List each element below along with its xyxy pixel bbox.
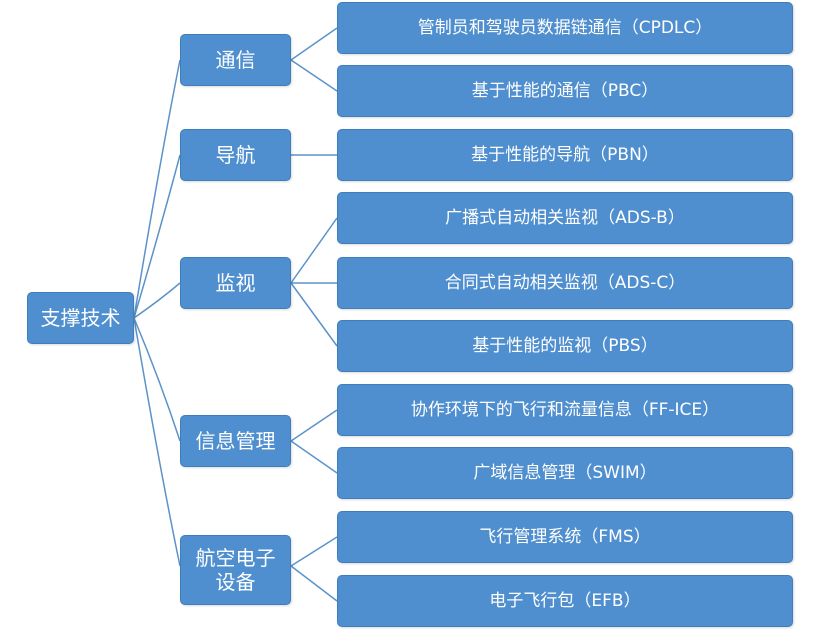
leaf-label: 飞行管理系统（FMS）	[479, 526, 651, 547]
leaf-pbc: 基于性能的通信（PBC）	[337, 65, 793, 117]
category-label: 导航	[215, 143, 256, 167]
leaf-label: 基于性能的通信（PBC）	[471, 80, 659, 101]
leaf-ads-c: 合同式自动相关监视（ADS-C）	[337, 257, 793, 309]
category-navigation: 导航	[180, 129, 291, 181]
leaf-label: 基于性能的监视（PBS）	[472, 335, 658, 356]
leaf-swim: 广域信息管理（SWIM）	[337, 447, 793, 499]
leaf-pbn: 基于性能的导航（PBN）	[337, 129, 793, 181]
leaf-label: 合同式自动相关监视（ADS-C）	[444, 272, 686, 293]
leaf-pbs: 基于性能的监视（PBS）	[337, 320, 793, 372]
category-label: 监视	[215, 271, 256, 295]
leaf-label: 电子飞行包（EFB）	[489, 590, 641, 611]
leaf-ff-ice: 协作环境下的飞行和流量信息（FF-ICE）	[337, 384, 793, 436]
leaf-label: 广播式自动相关监视（ADS-B）	[445, 207, 685, 228]
leaf-cpdlc: 管制员和驾驶员数据链通信（CPDLC）	[337, 2, 793, 54]
root-node: 支撑技术	[27, 292, 134, 344]
category-label: 航空电子 设备	[195, 546, 276, 594]
category-label: 通信	[215, 48, 256, 72]
category-communication: 通信	[180, 34, 291, 86]
leaf-label: 广域信息管理（SWIM）	[473, 462, 657, 483]
category-information-management: 信息管理	[180, 415, 291, 467]
leaf-label: 管制员和驾驶员数据链通信（CPDLC）	[417, 17, 713, 38]
leaf-label: 协作环境下的飞行和流量信息（FF-ICE）	[410, 399, 720, 420]
category-label: 信息管理	[195, 429, 276, 453]
leaf-ads-b: 广播式自动相关监视（ADS-B）	[337, 192, 793, 244]
category-surveillance: 监视	[180, 257, 291, 309]
root-label: 支撑技术	[40, 306, 121, 330]
leaf-fms: 飞行管理系统（FMS）	[337, 511, 793, 563]
leaf-label: 基于性能的导航（PBN）	[471, 144, 659, 165]
category-avionics: 航空电子 设备	[180, 535, 291, 605]
leaf-efb: 电子飞行包（EFB）	[337, 575, 793, 627]
